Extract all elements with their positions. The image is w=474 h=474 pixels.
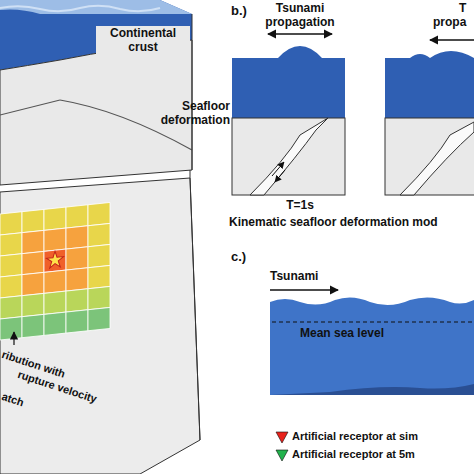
illustration-shape (270, 297, 474, 395)
slip-cell (66, 289, 88, 312)
slip-cell (44, 270, 66, 293)
illustration-shape (0, 202, 110, 340)
illustration-shape (268, 33, 332, 34)
figure-label: Continental crust (96, 26, 190, 56)
illustration-shape (13, 332, 14, 345)
slip-cell (66, 310, 88, 333)
illustration-shape (275, 170, 285, 182)
slip-cell (88, 223, 110, 246)
figure-label: propa (433, 16, 473, 30)
slip-cell (66, 205, 88, 228)
slip-cell (22, 293, 44, 316)
figure-label: c.) (231, 250, 271, 265)
slip-cell (88, 307, 110, 330)
figure-label: Kinematic seafloor deformation mod (229, 216, 473, 230)
slip-cell (44, 312, 66, 335)
illustration-shape (385, 51, 474, 118)
illustration-shape (270, 289, 338, 290)
illustration-shape (250, 118, 328, 195)
illustration-shape (0, 40, 192, 185)
slip-cell (0, 254, 22, 277)
illustration-shape (0, 6, 160, 12)
illustration-shape (0, 0, 192, 14)
hypocenter-star (46, 250, 63, 268)
slip-cell (88, 265, 110, 288)
illustration-shape (190, 170, 191, 178)
illustration-shape (270, 384, 474, 395)
figure-label: T (459, 2, 473, 16)
illustration-shape (272, 321, 474, 322)
illustration-shape (0, 178, 200, 474)
slip-cell (66, 226, 88, 249)
illustration-shape (276, 450, 288, 461)
slip-cell (44, 249, 66, 272)
illustration-shape (385, 118, 474, 195)
slip-cell (66, 268, 88, 291)
figure-label: Tsunami propagation (248, 2, 352, 30)
slip-cell (88, 286, 110, 309)
slip-cell (88, 202, 110, 225)
slip-cell (22, 272, 44, 295)
figure-label: Mean sea level (300, 327, 440, 341)
figure-label: Tsunami (270, 270, 350, 284)
illustration-shape (232, 118, 345, 195)
illustration-shape (190, 178, 200, 440)
figure-label: Seafloor deformation (150, 100, 230, 128)
slip-cell (22, 251, 44, 274)
slip-cell (22, 209, 44, 232)
slip-cell (22, 230, 44, 253)
illustration-shape (276, 432, 288, 443)
illustration-shape (430, 39, 474, 40)
slip-cell (0, 317, 22, 340)
illustration-shape (192, 14, 193, 170)
slip-cell (44, 291, 66, 314)
slip-cell (0, 296, 22, 319)
slip-cell (44, 207, 66, 230)
slip-cell (0, 212, 22, 235)
slip-cell (88, 244, 110, 267)
illustration-shape (232, 46, 345, 118)
slip-cell (0, 233, 22, 256)
legend-entry: Artificial receptor at sim (292, 430, 418, 442)
slip-cell (66, 247, 88, 270)
illustration-shape (400, 122, 474, 195)
slip-cell (44, 228, 66, 251)
figure-label: T=1s (270, 199, 330, 213)
slip-cell (22, 314, 44, 337)
slip-cell (0, 275, 22, 298)
illustration-shape (0, 100, 60, 115)
legend-entry: Artificial receptor at 5m (292, 448, 415, 460)
figure-label: b.) (231, 4, 271, 19)
